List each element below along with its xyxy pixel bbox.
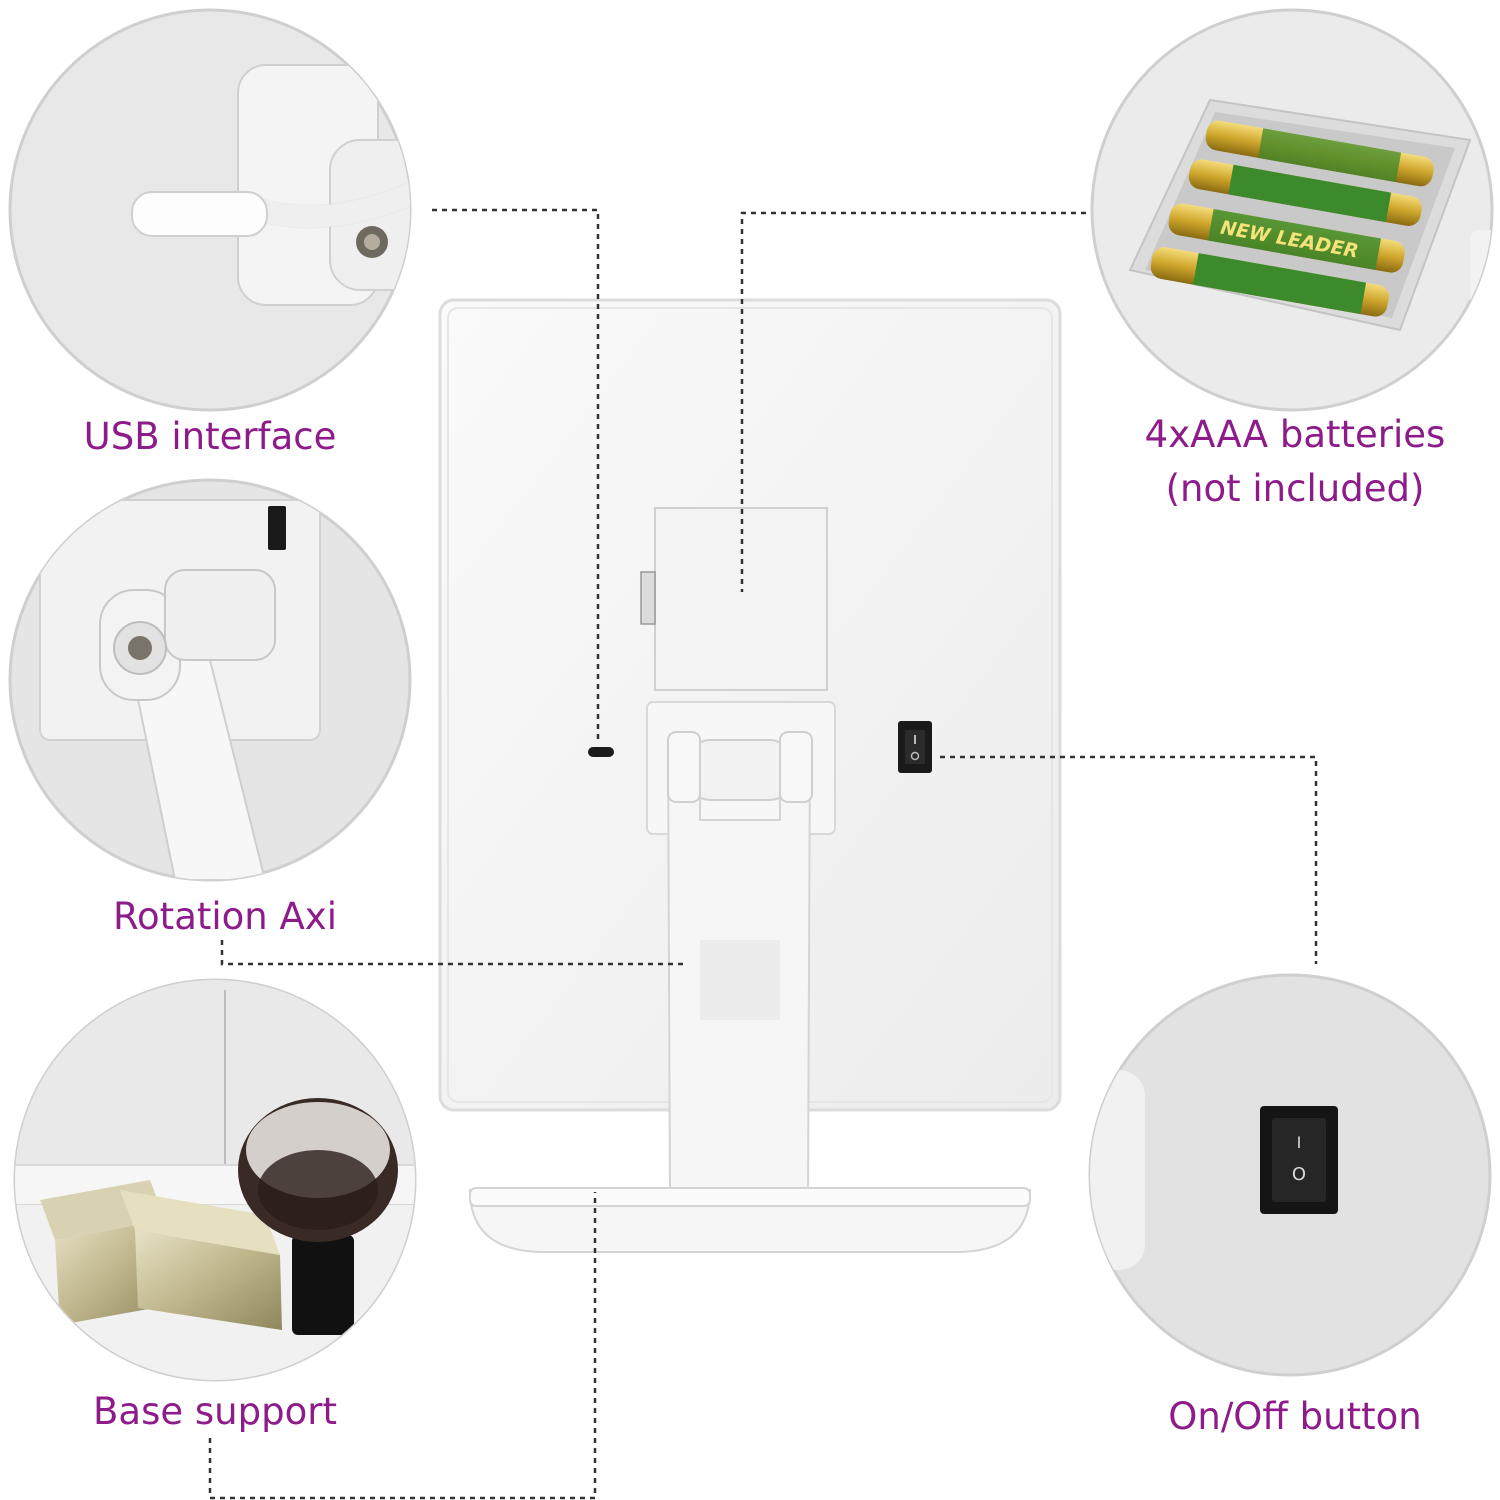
connector-lines xyxy=(208,208,1318,1500)
mirror-back-view xyxy=(438,298,1062,1253)
hinge xyxy=(689,739,791,801)
battery-door-latch xyxy=(640,571,656,625)
rotation-connector-line xyxy=(220,940,688,966)
base-connector-line xyxy=(208,1192,597,1500)
batteries-label: 4xAAA batteries (not included) xyxy=(1110,408,1480,516)
brush-icon xyxy=(238,1098,398,1335)
on-off-button-label: On/Off button xyxy=(1168,1395,1422,1438)
switch-detail: I O xyxy=(1088,973,1492,1377)
battery-icon: NEW LEADER xyxy=(1150,120,1434,317)
switch-on-symbol: I xyxy=(1297,1133,1302,1152)
hinge-icon xyxy=(99,569,276,701)
usb-cable-icon xyxy=(131,178,410,237)
switch-connector-line xyxy=(940,755,1318,964)
batteries-label-line1: 4xAAA batteries xyxy=(1144,413,1446,456)
battery-connector-line xyxy=(740,211,1086,592)
rotation-axis-detail xyxy=(8,478,412,882)
usb-interface-label: USB interface xyxy=(83,415,337,458)
usb-port xyxy=(588,747,614,757)
battery-door xyxy=(654,507,828,691)
rotation-axis-label: Rotation Axi xyxy=(113,895,337,938)
base-support-label: Base support xyxy=(93,1390,337,1433)
batteries-label-line2: (not included) xyxy=(1165,467,1425,510)
usb-connector-line xyxy=(432,208,600,742)
rocker-switch-icon: I O xyxy=(1260,1106,1338,1214)
switch-off-symbol: O xyxy=(1292,1164,1306,1185)
cosmetic-block-icon xyxy=(40,1180,282,1330)
base-support-detail xyxy=(13,978,417,1382)
battery-compartment-detail: NEW LEADER xyxy=(1090,8,1494,412)
usb-interface-detail xyxy=(8,8,412,412)
